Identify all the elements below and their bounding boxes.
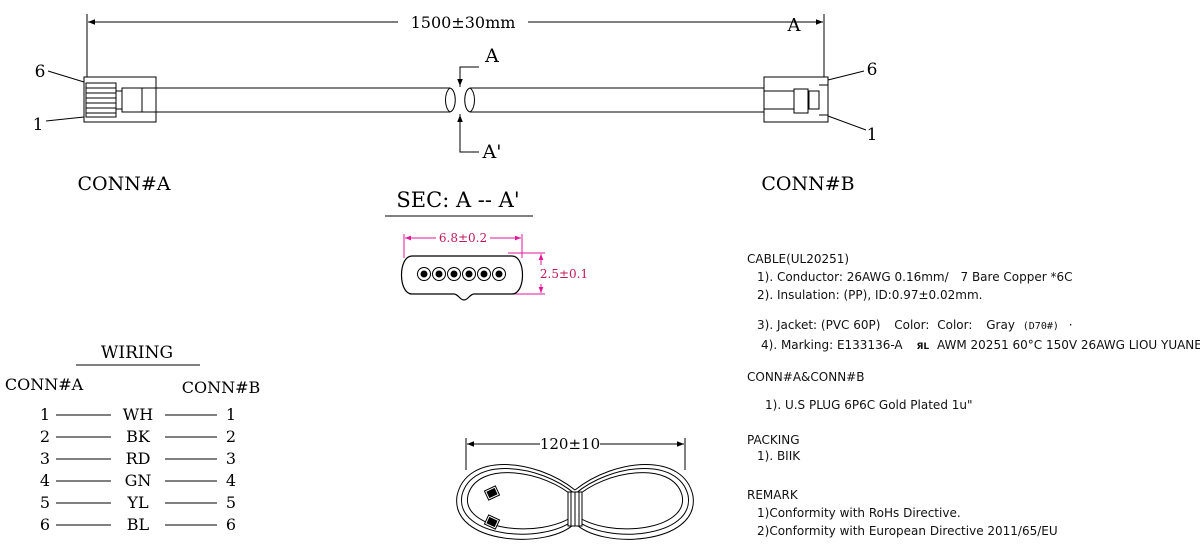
cable-marking-rest: AWM 20251 60°C 150V 26AWG LIOU YUANE	[936, 338, 1200, 352]
conn-b-leaders	[827, 70, 867, 131]
wiring-left-header: CONN#A	[5, 375, 84, 394]
flat-cable-section	[401, 255, 523, 301]
section-mark-a: A	[484, 45, 499, 67]
conn-a-pin-one: 1	[33, 115, 44, 135]
length-mark-a: A	[787, 15, 802, 36]
ul-recognized-mark: ЯL	[916, 342, 930, 352]
wiring-right-header: CONN#B	[182, 378, 261, 397]
cable-marking: 4). Marking: E133136-A	[761, 338, 903, 352]
section-cut-marker	[457, 66, 479, 153]
wiring-pin-b: 5	[226, 493, 236, 512]
cable-heading: CABLE(UL20251)	[747, 252, 850, 266]
wiring-title: WIRING	[101, 343, 173, 363]
cable-color-code: (D70#)	[1022, 321, 1059, 332]
cable-color-label-1: Color:	[894, 318, 930, 332]
packing-spec: PACKING 1). BIIK	[747, 432, 800, 464]
conn-a-pin-six: 6	[35, 62, 46, 82]
remark-spec: REMARK 1)Conformity with RoHs Directive.…	[747, 486, 1058, 540]
conn-b-pin-six: 6	[867, 60, 878, 80]
remark-item: 2)Conformity with European Directive 201…	[757, 524, 1058, 538]
section-width-dim: 6.8±0.2	[439, 231, 487, 245]
wiring-color: BK	[126, 427, 151, 446]
wiring-color: GN	[125, 471, 152, 490]
wiring-pin-b: 1	[226, 405, 236, 424]
connector-item: 1). U.S PLUG 6P6C Gold Plated 1u"	[765, 398, 973, 412]
wiring-pin-b: 6	[226, 515, 236, 534]
wiring-pin-a: 1	[40, 405, 50, 424]
cable-jacket: 3). Jacket: (PVC 60P)	[757, 318, 881, 332]
wiring-color: RD	[126, 449, 151, 468]
wiring-color: YL	[126, 493, 149, 512]
conn-a-label: CONN#A	[77, 173, 170, 195]
wiring-row: 2 BK 2	[40, 427, 236, 446]
connector-spec: CONN#A&CONN#B 1). U.S PLUG 6P6C Gold Pla…	[747, 368, 973, 414]
conn-a-leaders	[45, 70, 85, 122]
cable-marking-line: 4). Marking: E133136-A ЯL AWM 20251 60°C…	[747, 336, 1200, 356]
wiring-row: 5 YL 5	[40, 493, 236, 512]
cable-conductor-strand: 7 Bare Copper *6C	[960, 270, 1073, 284]
connector-heading: CONN#A&CONN#B	[747, 370, 865, 384]
cable-conductor: 1). Conductor: 26AWG 0.16mm/	[757, 270, 949, 284]
remark-item: 1)Conformity with RoHs Directive.	[757, 506, 961, 520]
wiring-pin-b: 2	[226, 427, 236, 446]
section-height-dim: 2.5±0.1	[540, 267, 588, 281]
wiring-pin-a: 4	[40, 471, 50, 490]
wiring-row: 4 GN 4	[40, 471, 236, 490]
coiled-cable	[456, 464, 694, 540]
cable-spec: CABLE(UL20251) 1). Conductor: 26AWG 0.16…	[747, 250, 1073, 304]
wiring-row: 1 WH 1	[40, 405, 236, 424]
remark-heading: REMARK	[747, 488, 798, 502]
section-mark-a-prime: A'	[482, 141, 502, 163]
wiring-color: BL	[127, 515, 150, 534]
wiring-rows: 1 WH 1 2 BK 2 3 RD 3 4 GN 4 5	[40, 405, 236, 534]
packing-item: 1). BIIK	[757, 449, 801, 463]
section-dimension-lines	[403, 234, 545, 295]
section-conductors	[417, 267, 506, 281]
coil-dimension	[465, 438, 686, 470]
conn-b-plug	[763, 76, 829, 123]
wiring-pin-a: 3	[40, 449, 50, 468]
wiring-pin-a: 2	[40, 427, 50, 446]
coil-plug-heads	[483, 485, 501, 530]
wiring-pin-b: 4	[226, 471, 236, 490]
cable-color-dot: ·	[1068, 318, 1073, 332]
cable-jacket-line: 3). Jacket: (PVC 60P) Color: Color: Gray…	[747, 316, 1200, 336]
wiring-color: WH	[123, 405, 153, 424]
length-dimension	[86, 14, 825, 80]
cable-color-label-2: Color:	[937, 318, 973, 332]
cable-spec-extra: 3). Jacket: (PVC 60P) Color: Color: Gray…	[747, 316, 1200, 356]
wiring-pin-b: 3	[226, 449, 236, 468]
cable-conductor-line: 1). Conductor: 26AWG 0.16mm/ 7 Bare Copp…	[747, 268, 1073, 286]
wiring-row: 6 BL 6	[40, 515, 236, 534]
coil-dim-label: 120±10	[540, 435, 600, 453]
cable-color-value: Gray	[986, 318, 1015, 332]
wiring-row: 3 RD 3	[40, 449, 236, 468]
conn-b-pin-one: 1	[867, 125, 878, 145]
section-title: SEC: A -- A'	[396, 188, 519, 212]
wiring-pin-a: 5	[40, 493, 50, 512]
packing-heading: PACKING	[747, 433, 800, 447]
conn-a-plug	[83, 76, 157, 123]
length-dim-label: 1500±30mm	[411, 13, 516, 32]
conn-b-label: CONN#B	[761, 173, 854, 195]
cable-insulation: 2). Insulation: (PP), ID:0.97±0.02mm.	[757, 288, 983, 302]
wiring-pin-a: 6	[40, 515, 50, 534]
cable-body	[156, 87, 764, 113]
